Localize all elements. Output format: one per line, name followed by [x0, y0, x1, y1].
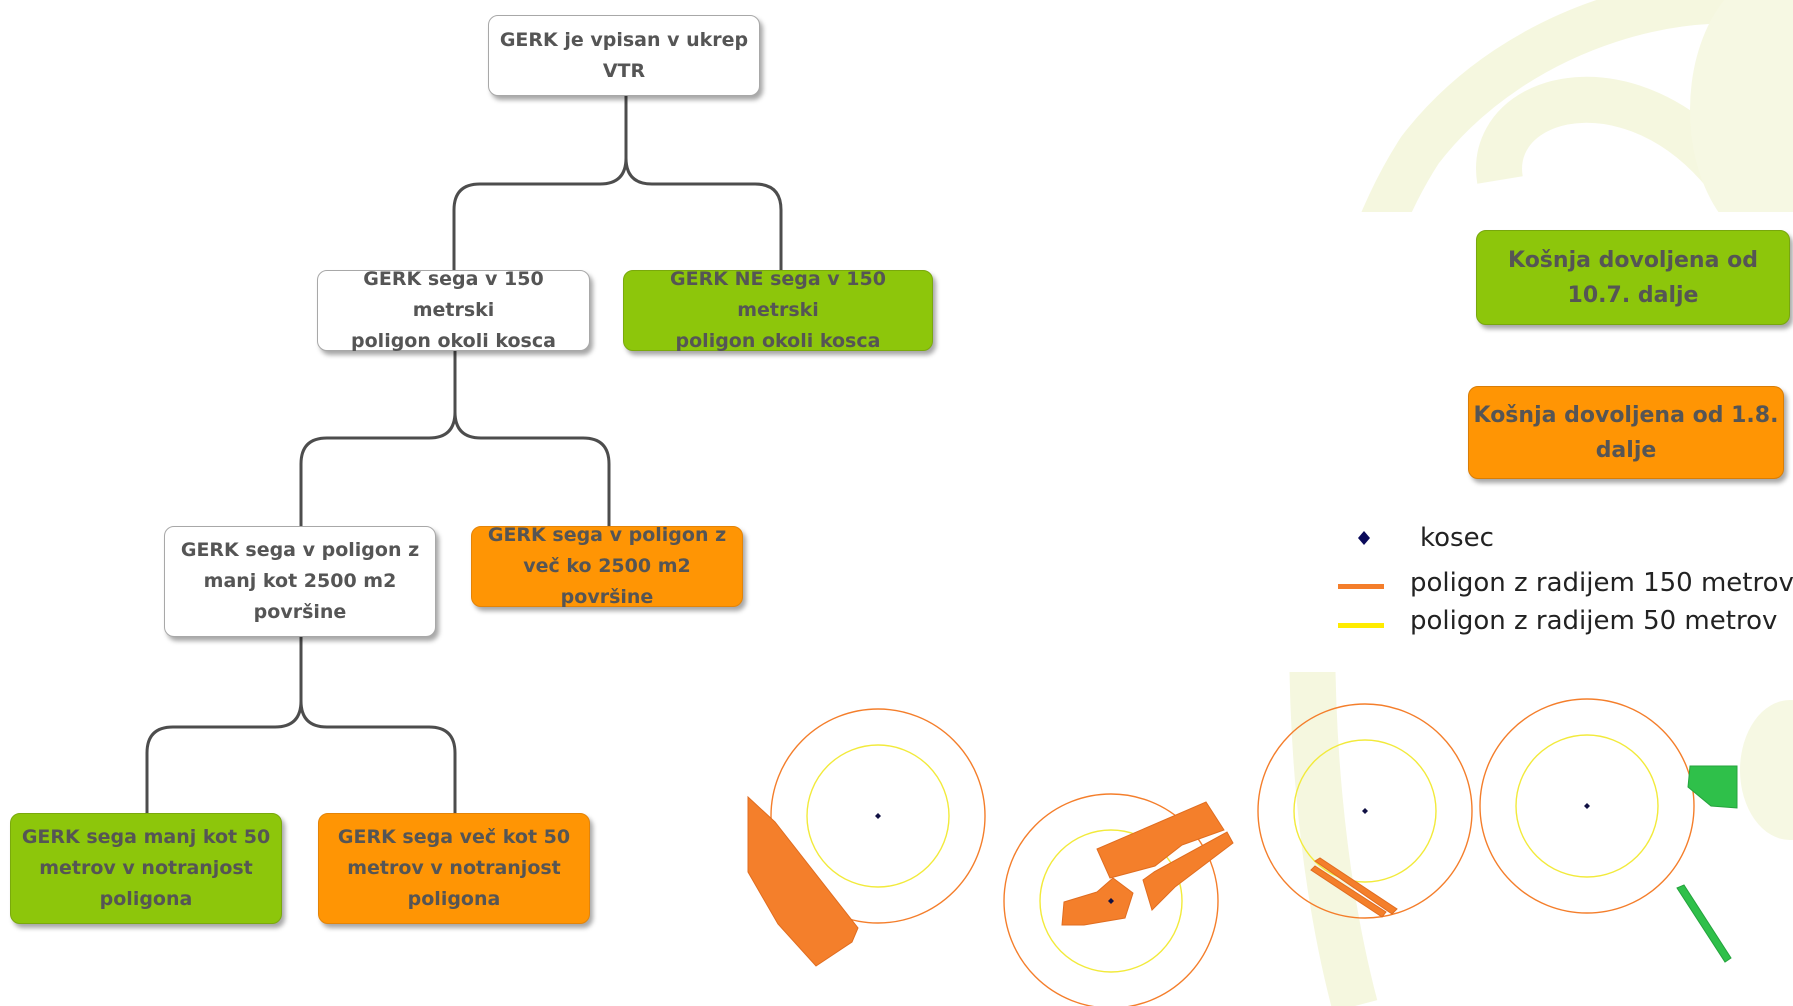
- node-root: GERK je vpisan v ukrep VTR: [488, 15, 760, 96]
- legend-kosec-icon: [1358, 531, 1370, 545]
- legend-50m-line-icon: [1338, 623, 1384, 628]
- watermark-blob-bottom: [1740, 700, 1793, 840]
- watermark-blob-top: [1690, 0, 1793, 250]
- legend-50m-label: poligon z radijem 50 metrov: [1410, 606, 1778, 636]
- legend-kosec-label: kosec: [1420, 523, 1494, 553]
- node-polygon-under-2500: GERK sega v poligon z manj kot 2500 m2 p…: [164, 526, 436, 637]
- legend-green-box: Košnja dovoljena od 10.7. dalje: [1476, 230, 1790, 325]
- connector-root-right: [624, 157, 783, 272]
- connector-l1-split: [299, 351, 457, 526]
- legend-orange-box: Košnja dovoljena od 1.8. dalje: [1468, 386, 1784, 479]
- node-under-50m-inside-label: GERK sega manj kot 50 metrov v notranjos…: [21, 826, 271, 910]
- connector-l2-split: [145, 637, 303, 813]
- node-polygon-over-2500: GERK sega v poligon z več ko 2500 m2 pov…: [471, 524, 743, 608]
- node-over-50m-inside: GERK sega več kot 50 metrov v notranjost…: [318, 813, 590, 924]
- node-in-150m-polygon-label: GERK sega v 150 metrski poligon okoli ko…: [351, 268, 556, 352]
- node-not-in-150m-polygon: GERK NE sega v 150 metrski poligon okoli…: [623, 268, 933, 352]
- node-under-50m-inside: GERK sega manj kot 50 metrov v notranjos…: [10, 813, 282, 924]
- legend-green-box-label: Košnja dovoljena od 10.7. dalje: [1508, 247, 1758, 308]
- connector-l2-right: [299, 700, 457, 813]
- connector-l1-right: [453, 411, 611, 526]
- node-polygon-under-2500-label: GERK sega v poligon z manj kot 2500 m2 p…: [180, 539, 420, 623]
- node-over-50m-inside-label: GERK sega več kot 50 metrov v notranjost…: [337, 826, 571, 910]
- legend-150m-label: poligon z radijem 150 metrov: [1410, 568, 1793, 598]
- node-polygon-over-2500-label: GERK sega v poligon z več ko 2500 m2 pov…: [487, 524, 727, 608]
- node-root-label: GERK je vpisan v ukrep VTR: [499, 28, 749, 82]
- legend-orange-box-label: Košnja dovoljena od 1.8. dalje: [1473, 402, 1779, 463]
- node-not-in-150m-polygon-label: GERK NE sega v 150 metrski poligon okoli…: [670, 268, 886, 352]
- legend-150m-line-icon: [1338, 584, 1384, 589]
- connector-root-split: [452, 96, 628, 272]
- node-in-150m-polygon: GERK sega v 150 metrski poligon okoli ko…: [317, 268, 590, 352]
